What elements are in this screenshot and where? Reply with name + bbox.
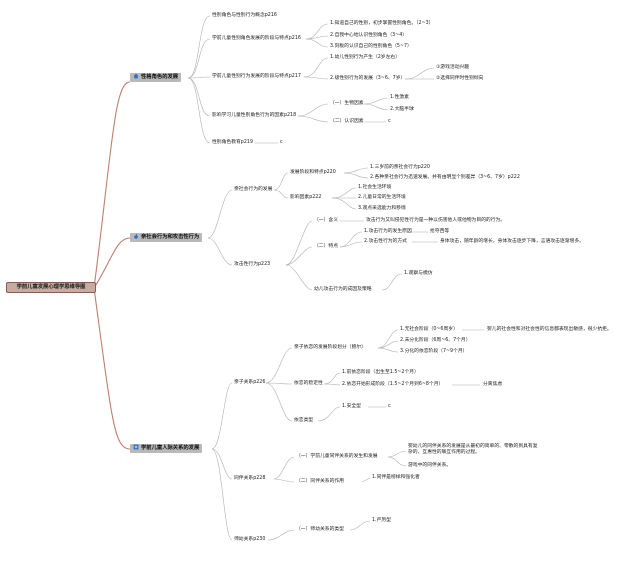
node-b1-1[interactable]: 性别角色与性别行为概念p216 bbox=[212, 13, 277, 18]
node-attach-stable[interactable]: 依恋的稳定性 bbox=[294, 381, 323, 386]
node-pro-factor-1[interactable]: 1.社会生活环境 bbox=[358, 185, 392, 190]
node-agg-definition[interactable]: 攻击行为又叫侵犯性行为是一种以伤害他人或他物为目的的行为。 bbox=[366, 218, 506, 223]
branch-gender-role[interactable]: 性格角色的发展 bbox=[130, 73, 182, 82]
node-peer-role[interactable]: （二）同伴关系的作用 bbox=[296, 479, 344, 484]
branch-line-2 bbox=[93, 237, 131, 289]
node-stable-note[interactable]: 分离焦虑 bbox=[483, 382, 503, 387]
node-agg-feat-detail-2[interactable]: 身体攻击，随年龄的增长，身体攻击逐步下降，言语攻击逐渐增多。 bbox=[440, 239, 584, 244]
node-pro-factor-2[interactable]: 2.儿童日常的生活环境 bbox=[358, 195, 406, 200]
root-node[interactable]: 学前儿童发展心理学思维导图 bbox=[6, 282, 96, 293]
branch1-links bbox=[187, 15, 435, 144]
node-aggressive[interactable]: 攻击性行为p223 bbox=[234, 262, 271, 267]
node-agg-feature[interactable]: （二）特点 bbox=[314, 244, 338, 249]
node-factor-bio[interactable]: （一）生物因素 bbox=[330, 101, 364, 106]
node-peer-dev[interactable]: （一）学前儿童同伴关系的发生和发展 bbox=[296, 454, 378, 459]
node-agg-cause-1[interactable]: 1.观察与模仿 bbox=[404, 271, 433, 276]
node-behavior-stage-2[interactable]: 2.级性别行为的发展（3~6、7岁） bbox=[330, 76, 406, 81]
node-role-stage-1[interactable]: 1.知道自己的性别，初步掌握性别角色。（2~3） bbox=[330, 21, 434, 26]
network-icon bbox=[133, 444, 139, 450]
node-type-secure[interactable]: 1.安全型 bbox=[342, 404, 361, 409]
node-b1-2[interactable]: 学前儿童性别角色发展的阶段与特点p216 bbox=[212, 36, 301, 41]
node-parent-child[interactable]: 亲子关系p226 bbox=[234, 380, 266, 385]
branch-prosocial-aggressive[interactable]: 亲社会行为和攻击性行为 bbox=[130, 233, 203, 242]
branch-relationships[interactable]: 学前儿童人际关系的发展 bbox=[130, 444, 203, 453]
node-agg-feat-2[interactable]: 2.攻击性行为的方式 bbox=[364, 239, 407, 244]
node-stable-1[interactable]: 1.前依恋阶段（出生至1.5~2个月） bbox=[342, 370, 419, 375]
node-pro-factor[interactable]: 影响因素p222 bbox=[290, 195, 322, 200]
node-teacher-type-1[interactable]: 1.严厉型 bbox=[372, 518, 391, 523]
home-icon bbox=[133, 73, 139, 79]
node-factor-cog[interactable]: （二）认识因素 bbox=[330, 119, 364, 124]
node-b1-4[interactable]: 影响学习儿童性别角色行为的因素p218 bbox=[212, 113, 297, 118]
node-stable-2[interactable]: 2.依恋开始形成阶段（1.5~2个月到6~8个月） bbox=[342, 382, 444, 387]
node-agg-cause[interactable]: 幼儿攻击行为的成因及策略 bbox=[314, 287, 372, 292]
node-type-mark: c bbox=[388, 404, 391, 409]
node-attach-stages[interactable]: 亲子依恋的发展阶段划分（鲍尔） bbox=[294, 345, 366, 350]
node-teacher-child[interactable]: 师幼关系p230 bbox=[234, 537, 266, 542]
node-teacher-type[interactable]: （一）师幼关系的类型 bbox=[296, 527, 344, 532]
node-behavior-sub-2[interactable]: ②选择同伴时性别倾向 bbox=[436, 76, 484, 81]
node-pro-stage-2[interactable]: 2.各种亲社会行为迅速发展。并有由明显个别差异（3~6、7岁）p222 bbox=[370, 175, 520, 180]
node-agg-feat-detail-1[interactable]: 抢夺西等 bbox=[430, 229, 450, 234]
branch3-links bbox=[211, 329, 484, 541]
flame-icon bbox=[134, 233, 138, 239]
node-behavior-stage-1[interactable]: 1.幼儿性别行为产生（2岁左右） bbox=[330, 55, 400, 60]
branch-line-3 bbox=[93, 287, 131, 450]
node-agg-feat-1[interactable]: 1.攻击行为的发生原因 bbox=[364, 229, 412, 234]
node-pro-stage-1[interactable]: 1.三岁前的亲社会行为p220 bbox=[370, 165, 430, 170]
node-cog-mark: c bbox=[388, 119, 391, 124]
node-b1-mark: c bbox=[280, 140, 283, 145]
node-peer-dev-2[interactable]: 游戏中的同伴关系。 bbox=[408, 463, 452, 468]
node-agg-meaning[interactable]: （一）含义 bbox=[314, 218, 338, 223]
node-bio-sub-2[interactable]: 2.大脑半球 bbox=[390, 107, 414, 112]
node-attach-types[interactable]: 依恋类型 bbox=[294, 418, 314, 423]
node-prosocial[interactable]: 亲社会行为的发展 bbox=[234, 187, 273, 192]
node-peer[interactable]: 同伴关系p228 bbox=[234, 476, 266, 481]
node-bio-sub-1[interactable]: 1.性激素 bbox=[390, 95, 409, 100]
node-attach-stage-3[interactable]: 3.分化的依恋阶段（7~9个月） bbox=[400, 349, 468, 354]
branch-line-1 bbox=[93, 81, 131, 289]
node-peer-role-1[interactable]: 1.同伴是榜样和强化者 bbox=[372, 475, 420, 480]
node-attach-stage-1[interactable]: 1.无社会阶段（0~6周岁） bbox=[400, 327, 458, 332]
node-b1-3[interactable]: 学前儿童性别行为发展的阶段与特点p217 bbox=[212, 74, 301, 79]
node-attach-note[interactable]: 婴儿的社会性和对社会性的信息都表现出敏感，很少抗拒。 bbox=[487, 327, 612, 332]
node-behavior-sub-1[interactable]: ①游戏活动兴趣 bbox=[436, 65, 470, 70]
node-role-stage-2[interactable]: 2.自我中心地认识性别角色（3~4） bbox=[330, 33, 408, 38]
node-pro-stage[interactable]: 发展阶段和特点p220 bbox=[290, 170, 336, 175]
node-b1-5[interactable]: 性别角色教育p219 bbox=[212, 140, 253, 145]
node-role-stage-3[interactable]: 3.刻板的认识自己的性别角色（5~7） bbox=[330, 44, 412, 49]
node-peer-dev-1[interactable]: 婴幼儿的同伴关系的发展是从最初的简单的、零散的到具有复杂的、互惠性的联互作用的过… bbox=[408, 444, 538, 455]
node-pro-factor-3[interactable]: 3.观点采选能力和移情 bbox=[358, 206, 406, 211]
node-attach-stage-2[interactable]: 2.未分化阶段（6周~6、7个月） bbox=[400, 338, 471, 343]
